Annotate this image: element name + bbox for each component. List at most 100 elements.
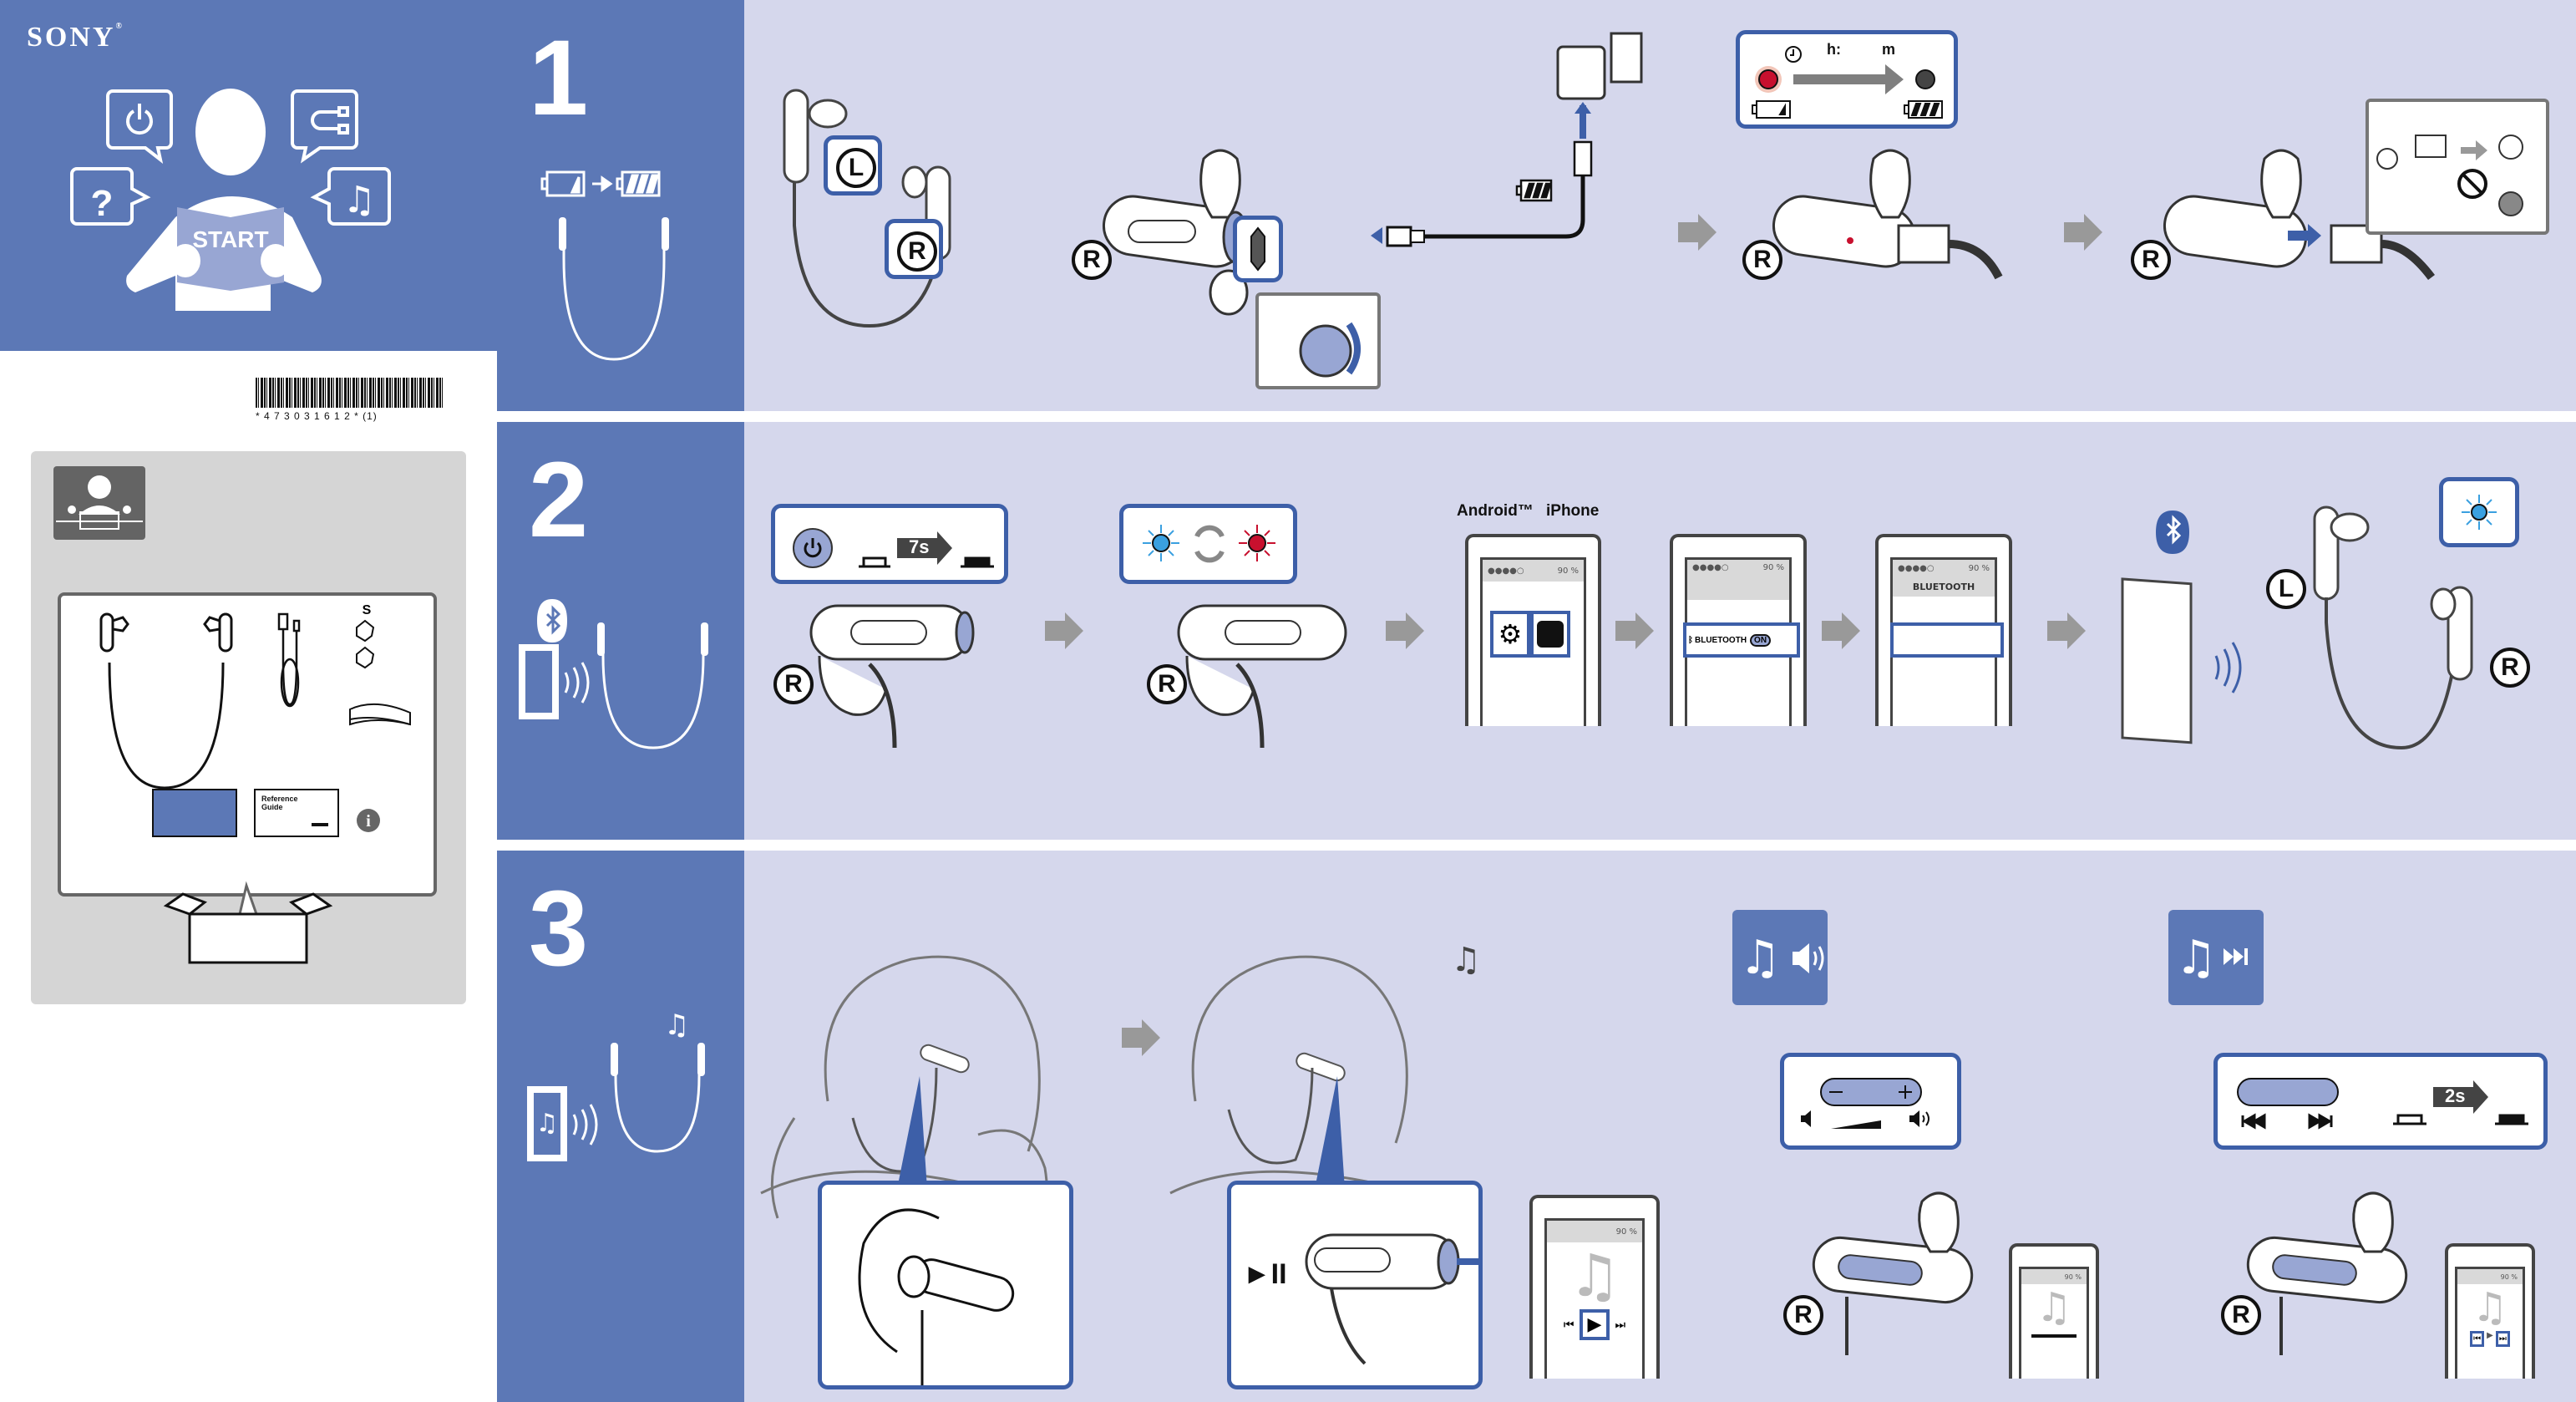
play-pause-callout: ►II [1227, 1181, 1483, 1389]
status-battery: 90 % [2501, 1273, 2518, 1281]
pairing-summary-icon [522, 589, 731, 806]
next-step-arrow-icon [1615, 612, 1656, 649]
cover-panel: SONY® ? ♫ START [0, 0, 497, 351]
battery-low-icon [1752, 101, 1790, 118]
cap-warning-inset [2366, 99, 2549, 235]
next-step-arrow-icon [1386, 612, 1426, 649]
usb-cable-icon [279, 614, 299, 706]
right-label-callout: R [885, 219, 943, 279]
next-step-arrow-icon [1822, 612, 1862, 649]
unpack-icon [53, 466, 145, 540]
volume-headset-illustration [1813, 1193, 1989, 1360]
timer-hours-label: h [1827, 41, 1836, 58]
package-contents-panel: S i Reference Guide [31, 451, 466, 1004]
volume-ramp-icon [1831, 1120, 1881, 1129]
press-hand-icon [859, 558, 890, 566]
track-section-icon: ♫ [2168, 910, 2264, 1005]
step-2-band: 2 [497, 422, 744, 840]
iphone-settings-icon[interactable] [1530, 611, 1570, 658]
alternate-cycle-icon [1197, 528, 1222, 561]
press-hand-icon [2393, 1115, 2426, 1124]
contents-items: S i [61, 596, 434, 893]
person-opening-box-icon [53, 466, 145, 540]
speaker-loud-icon [1909, 1110, 1919, 1127]
next-track-button[interactable]: ⏭ [2496, 1331, 2510, 1347]
step-3-band: 3 ♫ ♫ [497, 851, 744, 1402]
battery-low-icon [542, 172, 584, 196]
usb-port-callout [1233, 216, 1283, 282]
power-bubble-icon [108, 91, 171, 160]
android-settings-icon[interactable]: ⚙ [1490, 611, 1530, 658]
usb-charging-cable-illustration [1354, 33, 1705, 267]
status-signal: ●●●●○ [1488, 566, 1524, 576]
step-2-content: 7s R R Android™ iPhone ●●●●○90 % ⚙ ●●●●○… [744, 422, 2576, 840]
led-off-icon [1916, 70, 1935, 89]
device-list-entry[interactable] [1890, 622, 2004, 658]
previous-track-button[interactable]: ⏮ [2470, 1331, 2484, 1347]
status-battery: 90 % [1763, 563, 1784, 572]
wireless-signal-icon [565, 663, 588, 703]
size-label: S [363, 603, 372, 617]
step-1-number: 1 [529, 25, 588, 132]
volume-buttons-diagram [1784, 1057, 1957, 1145]
next-step-arrow-icon [2047, 612, 2087, 649]
next-track-icon[interactable]: ⏭ [1615, 1318, 1625, 1332]
smartphone-icon [522, 648, 555, 716]
step-1-band: 1 [497, 0, 744, 411]
remote-control-strip [2238, 1079, 2338, 1105]
music-notes-icon: ♫ [664, 1008, 689, 1042]
bluetooth-toggle[interactable]: ON [1750, 634, 1771, 647]
phone-track-screen: 90 % ♫ ⏮ ▶ ⏭ [2445, 1243, 2535, 1379]
step-1-content: L R R h: m [744, 0, 2576, 411]
step-3-number: 3 [529, 876, 588, 983]
arc-support-icon [350, 704, 410, 724]
android-label: Android™ [1457, 502, 1534, 521]
headset-lr-illustration [769, 75, 1037, 359]
earbud-tips-icon [357, 621, 373, 668]
speaker-icon [1793, 943, 1809, 973]
status-battery: 90 % [1969, 564, 1990, 573]
status-signal: ●●●●○ [1692, 563, 1729, 572]
play-icon[interactable]: ▶ [2487, 1331, 2493, 1347]
hold-duration-label: 2s [2445, 1085, 2465, 1107]
speaker-quiet-icon [1801, 1110, 1811, 1127]
timer-separator: : [1836, 41, 1841, 58]
track-buttons-diagram [2218, 1057, 2543, 1145]
phone-player-screen: 90 % ♫ ⏮ ▶ ⏭ [1529, 1195, 1660, 1379]
wall-outlet-icon [1611, 33, 1641, 82]
listening-person-illustration [1170, 917, 1471, 1201]
right-side-label: R [773, 664, 814, 704]
music-note-icon: ♫ [1739, 931, 1781, 985]
bluetooth-list-title: BLUETOOTH [1898, 582, 1990, 592]
album-art-icon: ♫ [1547, 1242, 1642, 1309]
help-guide-booklet-icon [153, 790, 236, 836]
play-button[interactable]: ▶ [1580, 1309, 1610, 1340]
person-head [195, 89, 266, 175]
next-step-arrow-icon [1045, 612, 1085, 649]
music-notes-icon: ♫ [1451, 941, 1481, 979]
play-pause-symbol: ►II [1243, 1258, 1287, 1291]
step-2-number: 2 [529, 447, 588, 554]
previous-track-icon [2243, 1115, 2264, 1127]
open-box-icon [156, 886, 340, 969]
barcode-revision: (1) [363, 410, 378, 422]
hold-duration-label: 7s [909, 536, 929, 558]
led-red-icon [1759, 70, 1777, 89]
previous-track-icon[interactable]: ⏮ [1564, 1318, 1575, 1332]
reference-guide-title: Reference Guide [261, 795, 303, 811]
led-blue-icon [2472, 505, 2487, 520]
charge-indicator-callout: h: m [1736, 30, 1958, 129]
next-step-arrow-icon [2064, 214, 2104, 251]
release-hand-icon [961, 558, 994, 566]
volume-slider[interactable] [2031, 1334, 2077, 1338]
album-art-icon: ♫ [2457, 1284, 2523, 1331]
phone-settings-screen: ●●●●○90 % ⚙ [1465, 534, 1601, 726]
volume-section-icon: ♫ [1732, 910, 1828, 1005]
barcode: * 4 7 3 0 3 1 6 1 2 * (1) [256, 378, 443, 422]
barcode-digits: * 4 7 3 0 3 1 6 1 2 * [256, 410, 363, 422]
svg-text:i: i [366, 812, 371, 831]
contents-callout: S i Reference Guide [58, 592, 437, 897]
music-note-icon: ♫ [2175, 931, 2217, 985]
